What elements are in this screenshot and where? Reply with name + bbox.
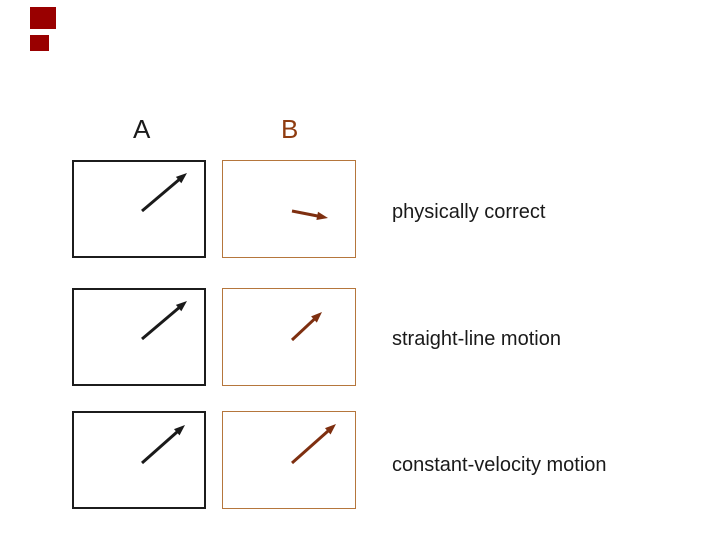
- velocity-arrow: [141, 301, 187, 341]
- velocity-arrow: [141, 425, 185, 465]
- row-label-physically-correct: physically correct: [392, 201, 546, 223]
- box-a-row3: [72, 411, 206, 509]
- column-header-b: B: [281, 114, 299, 144]
- box-a-row1: [72, 160, 206, 258]
- row-label-straight-line-motion: straight-line motion: [392, 328, 561, 350]
- template-accent-bar-2: [30, 35, 49, 51]
- box-b-row2: [222, 288, 356, 386]
- box-b-row3: [222, 411, 356, 509]
- velocity-arrow: [291, 209, 328, 221]
- box-a-row2: [72, 288, 206, 386]
- row-label-constant-velocity-motion: constant-velocity motion: [392, 454, 607, 476]
- template-accent-bar-1: [30, 7, 56, 29]
- velocity-arrow: [141, 173, 187, 213]
- column-header-a: A: [133, 114, 151, 144]
- velocity-arrow: [291, 424, 336, 465]
- velocity-arrow: [290, 312, 322, 342]
- box-b-row1: [222, 160, 356, 258]
